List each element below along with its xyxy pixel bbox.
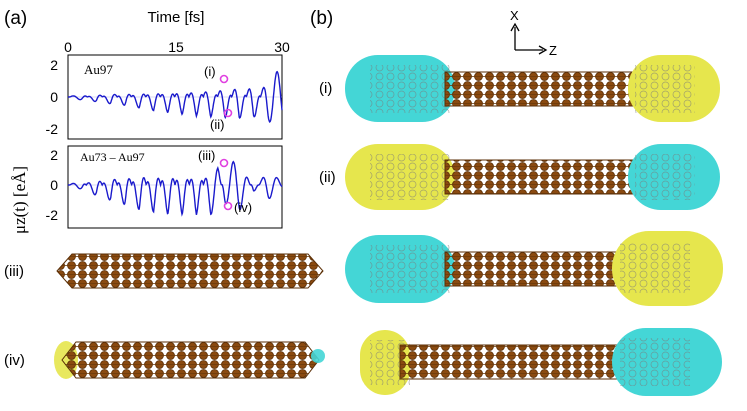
marker-i-label: (i) [204, 64, 216, 79]
density-row-i [345, 55, 720, 122]
top-ytick-0: 0 [50, 89, 58, 105]
time-tick-15: 15 [168, 39, 184, 55]
time-tick-30: 30 [274, 39, 290, 55]
bottom-curve [68, 160, 283, 217]
structure-iv-label: (iv) [4, 352, 25, 369]
marker-ii-label: (ii) [210, 117, 224, 132]
marker-iii-label: (iii) [198, 148, 215, 163]
structure-iii [56, 253, 324, 289]
row-i-label: (i) [319, 80, 332, 97]
marker-i [219, 74, 229, 84]
bottom-plot-frame [67, 145, 283, 229]
structure-iv [54, 341, 325, 379]
time-axis-label: Time [fs] [148, 9, 205, 26]
y-axis-label: μz(t) [eÅ] [10, 166, 29, 234]
au-rod-iv [61, 341, 320, 379]
axis-x-label: X [510, 8, 519, 23]
marker-iv [223, 201, 233, 211]
time-tick-0: 0 [64, 39, 72, 55]
au-rod-i [444, 71, 636, 107]
au-rod-iii [56, 253, 324, 289]
cyan-density-iv [311, 349, 325, 363]
bottom-ytick-0: 0 [50, 177, 58, 193]
density-row-iv [360, 328, 722, 396]
density-row-iii [345, 231, 723, 306]
marker-ii [223, 108, 233, 118]
top-plot-label: Au97 [84, 62, 113, 77]
panel-b-label: (b) [310, 8, 333, 29]
bottom-ytick-2: 2 [50, 147, 58, 163]
bottom-ytick-neg2: -2 [46, 207, 59, 223]
bottom-plot: 2 0 -2 Au73 – Au97 (iii) (iv) [46, 145, 283, 229]
structure-iii-label: (iii) [4, 263, 24, 280]
top-plot: 2 0 -2 Au97 (i) (ii) [46, 54, 283, 140]
au-rod-ii [444, 159, 636, 195]
panel-a-label: (a) [4, 8, 27, 29]
marker-iv-label: (iv) [234, 200, 252, 215]
top-ytick-2: 2 [50, 57, 58, 73]
axis-z-label: Z [549, 43, 557, 58]
top-curve [68, 70, 283, 123]
row-ii-label: (ii) [319, 169, 336, 186]
bottom-plot-label: Au73 – Au97 [80, 150, 145, 164]
au-rod-iii-b [444, 251, 631, 287]
axes-indicator: X Z [510, 8, 557, 58]
density-row-ii [345, 144, 720, 210]
top-ytick-neg2: -2 [46, 121, 59, 137]
marker-iii [219, 158, 229, 168]
au-rod-iv-b [399, 344, 626, 380]
